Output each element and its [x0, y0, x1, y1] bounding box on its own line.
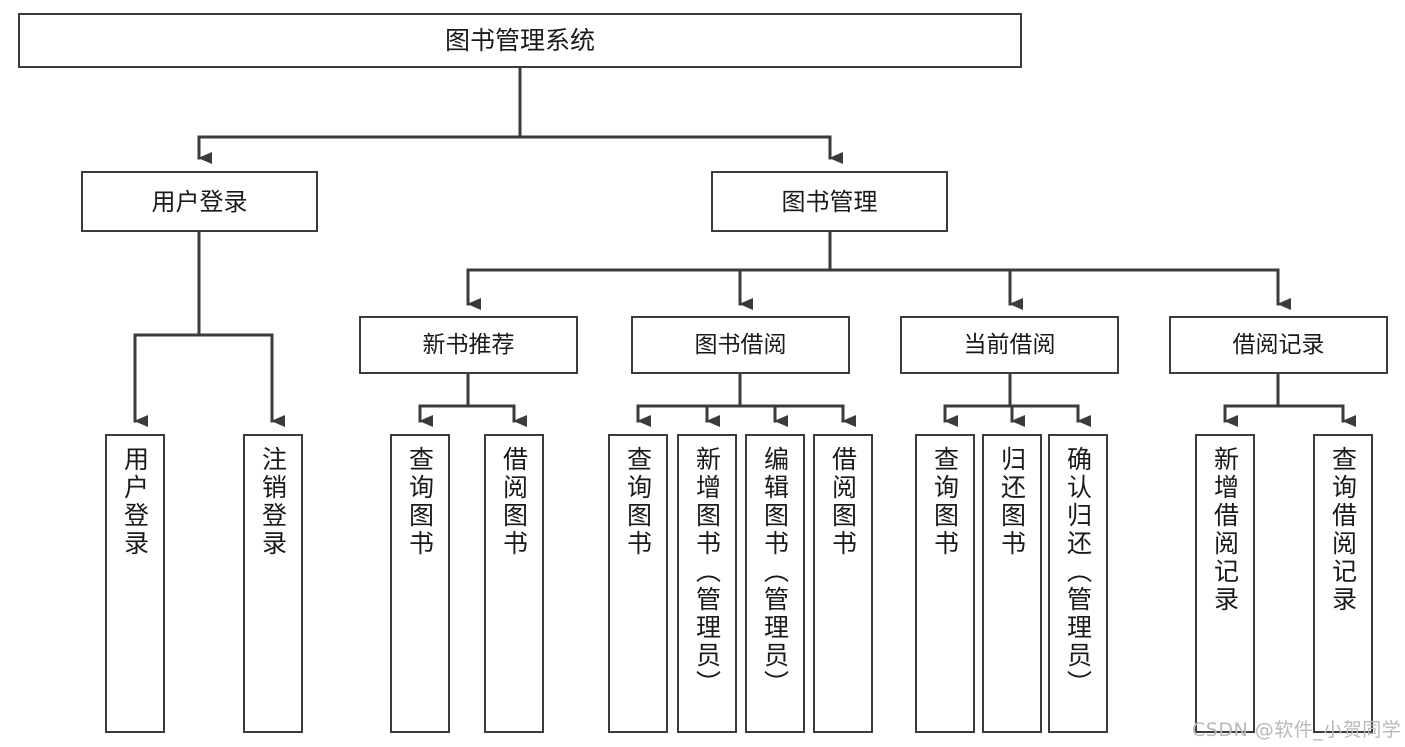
node-new-book-rec[interactable]: 新书推荐 — [359, 316, 578, 374]
node-leaf-query-book-1[interactable]: 查询图书 — [390, 434, 450, 733]
node-leaf-borrow-book-1-label: 借阅图书 — [499, 446, 529, 558]
node-leaf-query-book-3[interactable]: 查询图书 — [915, 434, 975, 733]
node-leaf-confirm-return-label: 确认归还（管理员） — [1063, 446, 1093, 698]
node-current-borrow-label: 当前借阅 — [963, 331, 1056, 358]
node-leaf-user-login-label: 用户登录 — [120, 446, 150, 558]
node-current-borrow[interactable]: 当前借阅 — [900, 316, 1119, 374]
node-leaf-add-record[interactable]: 新增借阅记录 — [1195, 434, 1255, 733]
node-leaf-add-book[interactable]: 新增图书（管理员） — [677, 434, 737, 733]
node-root-label: 图书管理系统 — [444, 25, 595, 55]
node-leaf-query-record[interactable]: 查询借阅记录 — [1313, 434, 1373, 733]
node-borrow-record-label: 借阅记录 — [1232, 331, 1325, 358]
node-leaf-edit-book-label: 编辑图书（管理员） — [760, 446, 790, 698]
node-leaf-return-book[interactable]: 归还图书 — [982, 434, 1042, 733]
node-borrow-record[interactable]: 借阅记录 — [1169, 316, 1388, 374]
node-leaf-user-login[interactable]: 用户登录 — [105, 434, 165, 733]
node-book-manage[interactable]: 图书管理 — [711, 171, 948, 232]
node-leaf-user-logout[interactable]: 注销登录 — [243, 434, 303, 733]
node-leaf-confirm-return[interactable]: 确认归还（管理员） — [1048, 434, 1108, 733]
node-book-borrow[interactable]: 图书借阅 — [631, 316, 850, 374]
node-leaf-query-book-2-label: 查询图书 — [623, 446, 653, 558]
node-leaf-query-book-2[interactable]: 查询图书 — [608, 434, 668, 733]
node-leaf-query-book-1-label: 查询图书 — [405, 446, 435, 558]
node-user-login[interactable]: 用户登录 — [81, 171, 318, 232]
node-book-borrow-label: 图书借阅 — [694, 331, 787, 358]
csdn-watermark: CSDN @软件_小贺同学 — [1192, 719, 1402, 741]
node-leaf-query-book-3-label: 查询图书 — [930, 446, 960, 558]
node-leaf-borrow-book-1[interactable]: 借阅图书 — [484, 434, 544, 733]
node-leaf-query-record-label: 查询借阅记录 — [1328, 446, 1358, 614]
node-root[interactable]: 图书管理系统 — [18, 13, 1022, 68]
node-leaf-borrow-book-2-label: 借阅图书 — [828, 446, 858, 558]
node-leaf-return-book-label: 归还图书 — [997, 446, 1027, 558]
node-leaf-user-logout-label: 注销登录 — [258, 446, 288, 558]
node-leaf-add-record-label: 新增借阅记录 — [1210, 446, 1240, 614]
node-user-login-label: 用户登录 — [151, 187, 248, 216]
node-leaf-add-book-label: 新增图书（管理员） — [692, 446, 722, 698]
node-new-book-rec-label: 新书推荐 — [422, 331, 515, 358]
node-leaf-borrow-book-2[interactable]: 借阅图书 — [813, 434, 873, 733]
node-leaf-edit-book[interactable]: 编辑图书（管理员） — [745, 434, 805, 733]
node-book-manage-label: 图书管理 — [781, 187, 878, 216]
